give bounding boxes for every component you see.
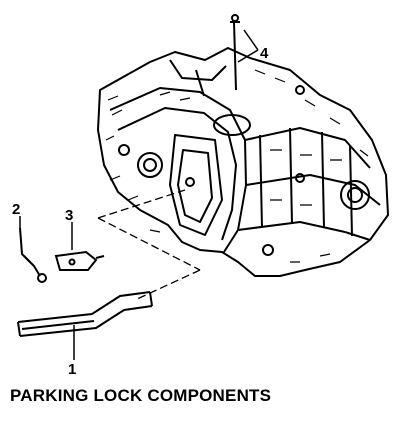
parking-lever-2 (19, 227, 47, 283)
parking-rod-4 (230, 14, 240, 91)
callout-1: 1 (68, 361, 76, 378)
callout-4: 4 (260, 45, 269, 62)
callout-3: 3 (65, 207, 73, 224)
callout-leader-4 (237, 29, 259, 63)
callout-2: 2 (12, 201, 20, 218)
transmission-housing (97, 47, 389, 277)
assembly-dash-lines (97, 189, 201, 301)
housing-detail-hatching (105, 69, 369, 263)
bracket-3 (54, 250, 105, 271)
parking-cable-1 (17, 291, 153, 337)
diagram-caption: PARKING LOCK COMPONENTS (10, 386, 272, 405)
